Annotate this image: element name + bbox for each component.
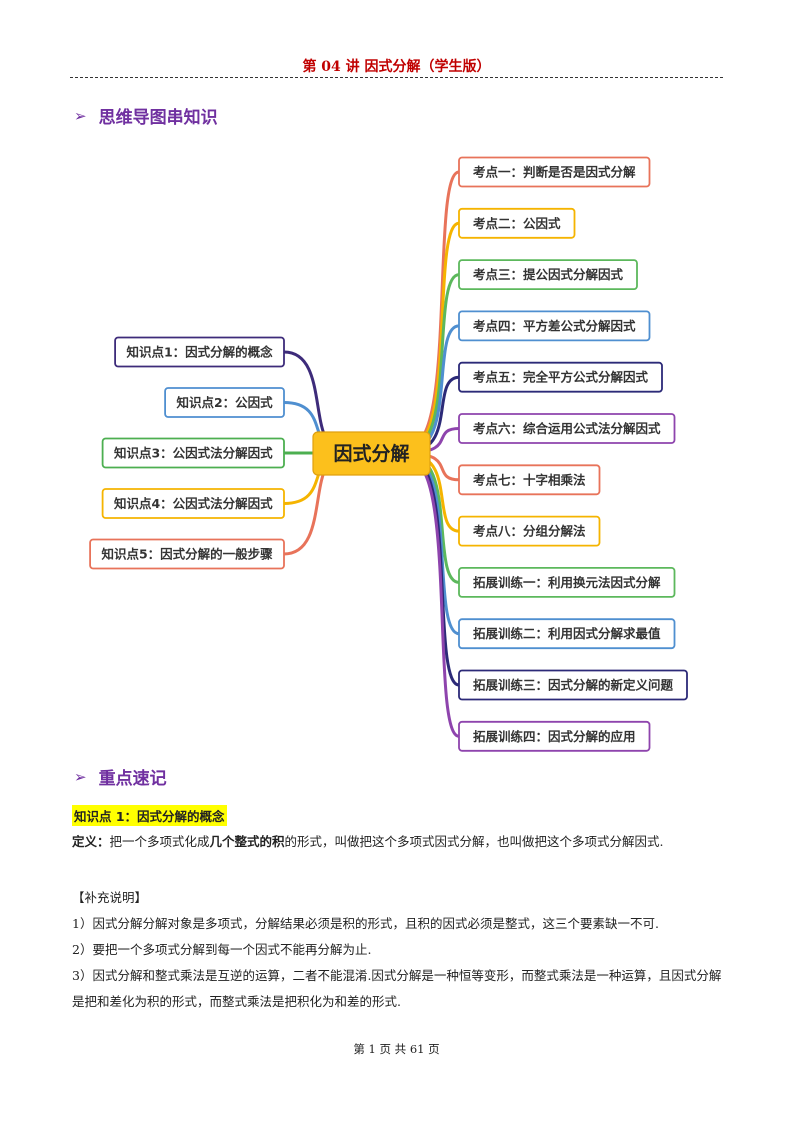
- definition-text-part2: 的形式，叫做把这个多项式因式分解，也叫做把这个多项式分解因式.: [284, 834, 664, 849]
- mind-map-center-node: 因式分解: [312, 431, 431, 476]
- section-heading-label: 重点速记: [98, 769, 167, 789]
- mind-map-node-label: 考点三：提公因式分解因式: [473, 267, 624, 282]
- section-heading-mindmap: ➢ 思维导图串知识: [74, 103, 218, 129]
- mind-map-center-label: 因式分解: [333, 442, 409, 465]
- mind-map-node-label: 拓展训练二：利用因式分解求最值: [473, 626, 661, 641]
- section-heading-keypoints: ➢ 重点速记: [74, 764, 167, 790]
- definition-paragraph: 定义：把一个多项式化成几个整式的积的形式，叫做把这个多项式因式分解，也叫做把这个…: [72, 829, 724, 855]
- mind-map-node-label: 考点八：分组分解法: [473, 524, 586, 539]
- supplement-label: 【补充说明】: [72, 890, 148, 905]
- exam-point-node-2: 考点二：公因式: [458, 207, 576, 239]
- exam-point-node-11: 拓展训练三：因式分解的新定义问题: [458, 669, 688, 701]
- mind-map-node-label: 知识点3：公因式法分解因式: [113, 446, 273, 461]
- page-footer: 第 1 页 共 61 页: [353, 1042, 440, 1056]
- exam-point-node-7: 考点七：十字相乘法: [458, 464, 601, 496]
- definition-text-bold: 几个整式的积: [209, 834, 285, 849]
- arrow-icon: ➢: [74, 767, 87, 786]
- knowledge-node-5: 知识点5：因式分解的一般步骤: [89, 538, 285, 570]
- supplement-item-2: 2）要把一个多项式分解到每一个因式不能再分解为止.: [72, 942, 372, 957]
- exam-point-node-5: 考点五：完全平方公式分解因式: [458, 361, 663, 393]
- exam-point-node-6: 考点六：综合运用公式法分解因式: [458, 413, 676, 444]
- supplement-item-3: 3）因式分解和整式乘法是互逆的运算，二者不能混淆.因式分解是一种恒等变形，而整式…: [72, 968, 722, 1009]
- exam-point-node-3: 考点三：提公因式分解因式: [458, 259, 638, 291]
- mind-map-node-label: 拓展训练一：利用换元法因式分解: [473, 575, 661, 590]
- knowledge-node-4: 知识点4：公因式法分解因式: [101, 488, 285, 519]
- exam-point-node-12: 拓展训练四：因式分解的应用: [458, 720, 651, 752]
- mind-map: 考点一：判断是否是因式分解考点二：公因式考点三：提公因式分解因式考点四：平方差公…: [89, 156, 688, 752]
- arrow-icon: ➢: [74, 106, 87, 125]
- knowledge-node-1: 知识点1：因式分解的概念: [114, 336, 285, 368]
- exam-point-node-9: 拓展训练一：利用换元法因式分解: [458, 567, 676, 598]
- exam-point-node-4: 考点四：平方差公式分解因式: [458, 310, 651, 342]
- mind-map-node-label: 拓展训练四：因式分解的应用: [473, 729, 636, 744]
- definition-label: 定义：: [72, 834, 110, 849]
- section-heading-label: 思维导图串知识: [98, 108, 218, 128]
- mind-map-node-label: 知识点4：公因式法分解因式: [113, 496, 273, 511]
- definition-text-part1: 把一个多项式化成: [109, 834, 210, 849]
- mind-map-node-label: 拓展训练三：因式分解的新定义问题: [473, 678, 674, 693]
- knowledge-node-3: 知识点3：公因式法分解因式: [101, 437, 285, 469]
- mind-map-node-label: 考点五：完全平方公式分解因式: [473, 370, 649, 385]
- mind-map-node-label: 考点六：综合运用公式法分解因式: [473, 421, 661, 436]
- mind-map-node-label: 知识点1：因式分解的概念: [125, 345, 273, 360]
- mind-map-node-label: 考点七：十字相乘法: [473, 472, 586, 487]
- knowledge-point-title: 知识点 1：因式分解的概念: [72, 805, 227, 826]
- exam-point-node-10: 拓展训练二：利用因式分解求最值: [458, 618, 676, 650]
- header-divider: [70, 77, 723, 78]
- mind-map-node-label: 知识点5：因式分解的一般步骤: [100, 547, 273, 562]
- mind-map-node-label: 考点二：公因式: [473, 216, 561, 231]
- mind-map-node-label: 考点一：判断是否是因式分解: [473, 165, 636, 180]
- knowledge-node-2: 知识点2：公因式: [164, 387, 285, 418]
- page-header-title: 第 04 讲 因式分解（学生版）: [302, 59, 491, 75]
- mind-map-node-label: 考点四：平方差公式分解因式: [473, 318, 636, 333]
- exam-point-node-1: 考点一：判断是否是因式分解: [458, 156, 651, 188]
- exam-point-node-8: 考点八：分组分解法: [458, 515, 601, 547]
- supplement-item-1: 1）因式分解分解对象是多项式，分解结果必须是积的形式，且积的因式必须是整式，这三…: [72, 916, 659, 931]
- mind-map-node-label: 知识点2：公因式: [175, 395, 273, 410]
